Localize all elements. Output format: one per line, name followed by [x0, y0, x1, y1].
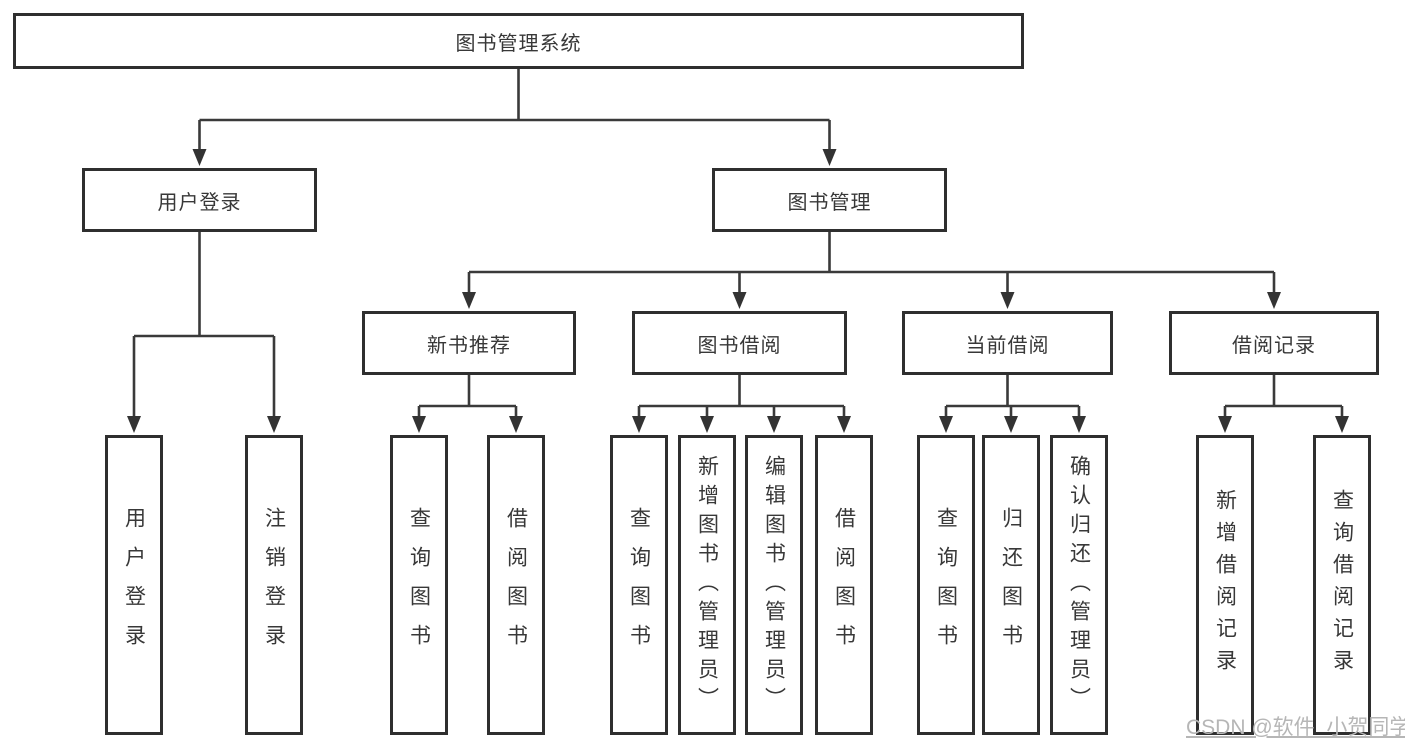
node-label: 用户登录	[122, 507, 146, 663]
leaf-user-login: 用户登录	[105, 435, 163, 735]
node-label: 新书推荐	[427, 334, 511, 357]
node-borrow-records: 借阅记录	[1169, 311, 1379, 375]
leaf-query-borrow-record: 查询借阅记录	[1313, 435, 1371, 735]
node-label: 图书管理	[787, 191, 872, 214]
node-label: 查询图书	[934, 507, 958, 663]
node-label: 借阅记录	[1232, 334, 1316, 357]
leaf-borrow-books-recommend: 借阅图书	[487, 435, 545, 735]
node-label: 图书管理系统	[455, 32, 582, 55]
node-label: 归还图书	[999, 507, 1023, 663]
leaf-confirm-return-admin: 确认归还（管理员）	[1050, 435, 1108, 735]
node-label: 当前借阅	[965, 334, 1050, 357]
leaf-query-books-borrow: 查询图书	[610, 435, 668, 735]
node-label: 查询借阅记录	[1330, 489, 1354, 681]
node-root-system: 图书管理系统	[13, 13, 1024, 69]
node-label: 确认归还（管理员）	[1067, 454, 1091, 716]
node-label: 查询图书	[627, 507, 651, 663]
node-label: 新增借阅记录	[1213, 489, 1237, 681]
node-label: 新增图书（管理员）	[695, 454, 719, 716]
leaf-query-books-current: 查询图书	[917, 435, 975, 735]
leaf-add-book-admin: 新增图书（管理员）	[678, 435, 736, 735]
node-current-borrow: 当前借阅	[902, 311, 1113, 375]
node-book-management: 图书管理	[712, 168, 947, 232]
node-new-book-recommend: 新书推荐	[362, 311, 576, 375]
node-label: 编辑图书（管理员）	[762, 454, 786, 716]
node-label: 图书借阅	[697, 334, 782, 357]
node-book-borrow: 图书借阅	[632, 311, 847, 375]
arrowhead-icons	[127, 149, 1349, 433]
leaf-return-book: 归还图书	[982, 435, 1040, 735]
node-label: 用户登录	[157, 191, 242, 214]
node-user-login: 用户登录	[82, 168, 317, 232]
leaf-edit-book-admin: 编辑图书（管理员）	[745, 435, 803, 735]
leaf-query-books-recommend: 查询图书	[390, 435, 448, 735]
node-label: 注销登录	[262, 507, 286, 663]
leaf-borrow-books: 借阅图书	[815, 435, 873, 735]
leaf-logout: 注销登录	[245, 435, 303, 735]
node-label: 查询图书	[407, 507, 431, 663]
leaf-add-borrow-record: 新增借阅记录	[1196, 435, 1254, 735]
csdn-watermark: CSDN @软件_小贺同学	[1186, 716, 1405, 739]
node-label: 借阅图书	[504, 507, 528, 663]
node-label: 借阅图书	[832, 507, 856, 663]
